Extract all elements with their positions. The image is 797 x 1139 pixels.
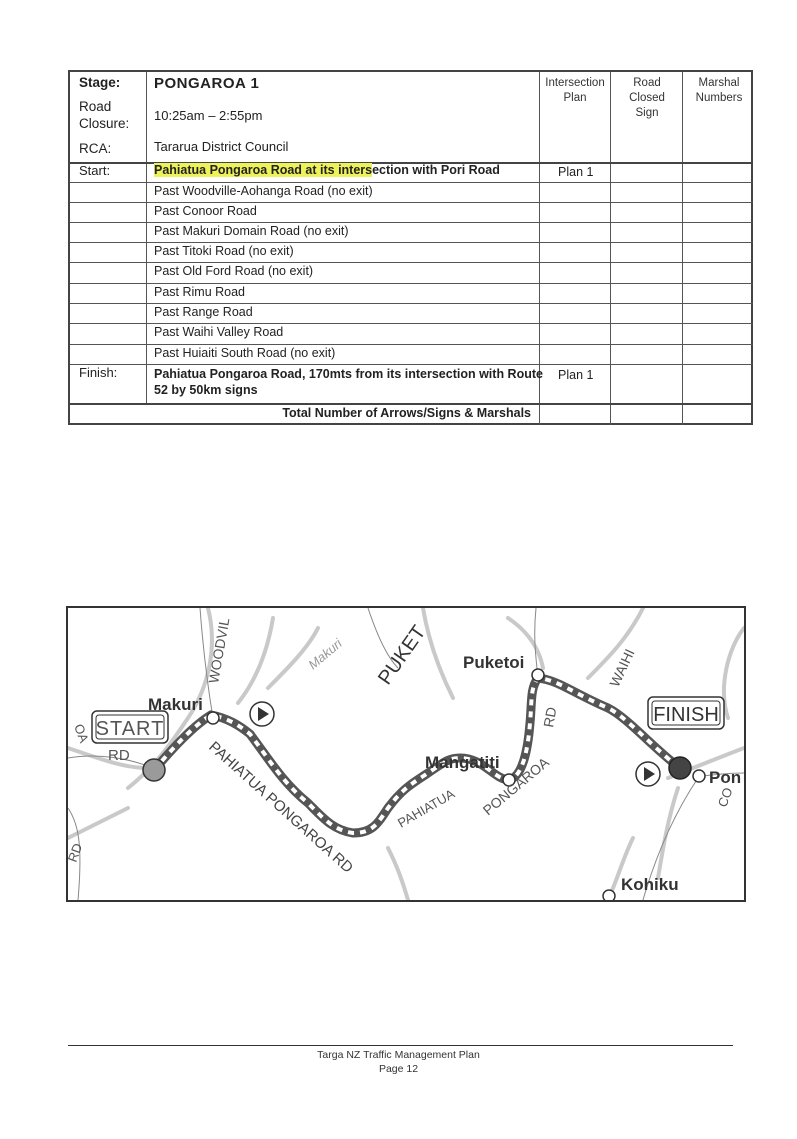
table-row-divider [70, 242, 753, 243]
river [506, 616, 545, 670]
table-row-divider [70, 364, 753, 365]
road-pahiatua-pongaroa-rd: PAHIATUA PONGAROA RD [205, 738, 356, 876]
place-puketoi: Puketoi [463, 653, 524, 672]
start-dot [142, 758, 166, 782]
past-road: Past Old Ford Road (no exit) [154, 264, 314, 278]
past-road: Past Woodville-Aohanga Road (no exit) [154, 184, 373, 198]
start-plan: Plan 1 [558, 165, 594, 179]
table-col-divider [146, 72, 147, 405]
start-road-highlight: Pahiatua Pongaroa Road at its inters [154, 163, 373, 177]
table-row-divider [70, 283, 753, 284]
route-map: START FINISH Makuri Puketoi Mangatiti Ko… [66, 606, 746, 902]
road-line [199, 608, 214, 719]
table-row-divider [70, 262, 753, 263]
past-road: Past Waihi Valley Road [154, 325, 284, 339]
river [586, 608, 645, 680]
road-oa: OA [71, 722, 92, 745]
place-pon: Pon [709, 768, 741, 787]
label-start: Start: [79, 163, 111, 178]
label-rca: RCA: [79, 141, 112, 156]
past-road: Past Rimu Road [154, 285, 246, 299]
mangatiti-dot [502, 773, 516, 787]
stage-table: Stage: Road Closure: RCA: PONGAROA 1 10:… [68, 70, 753, 425]
start-box [91, 710, 169, 744]
stage-name: PONGAROA 1 [154, 75, 260, 92]
table-row-divider [70, 344, 753, 345]
kohiku-dot [602, 889, 616, 900]
footer-rule [68, 1045, 733, 1046]
table-row-divider [70, 162, 753, 164]
road-line [367, 608, 399, 669]
total-label: Total Number of Arrows/Signs & Marshals [282, 406, 531, 420]
road-closure-time: 10:25am – 2:55pm [154, 108, 263, 123]
place-makuri: Makuri [148, 695, 203, 714]
route-map-svg: START FINISH Makuri Puketoi Mangatiti Ko… [68, 608, 744, 900]
past-road: Past Huiaiti South Road (no exit) [154, 346, 336, 360]
table-row-divider [70, 222, 753, 223]
river [236, 616, 275, 705]
past-road: Past Conoor Road [154, 204, 257, 218]
minor-roads [68, 608, 744, 900]
road-rd-left: RD [108, 747, 130, 764]
finish-dot [668, 756, 692, 780]
river [421, 608, 455, 700]
table-row-divider [70, 323, 753, 324]
start-box-inner [95, 714, 165, 740]
river [722, 626, 744, 720]
footer-title: Targa NZ Traffic Management Plan [317, 1049, 480, 1061]
label-finish: Finish: [79, 365, 118, 380]
river [656, 786, 680, 880]
road-puket: PUKET [374, 622, 430, 689]
river [386, 846, 410, 900]
col-marshal-numbers: Marshal Numbers [695, 77, 743, 104]
label-stage: Stage: [79, 75, 121, 90]
start-road: Pahiatua Pongaroa Road at its intersecti… [154, 163, 500, 177]
finish-label: FINISH [653, 704, 719, 726]
river [68, 806, 130, 840]
table-row-divider [70, 182, 753, 183]
start-label: START [96, 718, 165, 740]
finish-road-line2: 52 by 50km signs [154, 383, 258, 397]
road-line [702, 772, 744, 777]
rca-value: Tararua District Council [154, 139, 289, 154]
road-rd-vertical: RD [540, 706, 559, 729]
start-flag-icon [249, 701, 275, 727]
table-row-divider [70, 403, 753, 405]
road-co: CO [715, 786, 736, 809]
table-col-divider [539, 72, 540, 425]
start-road-rest: ection with Pori Road [372, 163, 500, 177]
finish-road-line1: Pahiatua Pongaroa Road, 170mts from its … [154, 367, 543, 381]
table-col-divider [682, 72, 683, 425]
road-rd-bottom-left: RD [68, 841, 85, 864]
col-intersection-plan: Intersection Plan [545, 77, 605, 104]
footer-page: Page 12 [378, 1063, 419, 1075]
road-line [642, 777, 699, 900]
road-line [534, 608, 539, 679]
label-road-closure: Road Closure: [79, 99, 130, 131]
road-line [68, 807, 81, 900]
puketoi-dot [531, 668, 545, 682]
table-col-divider [610, 72, 611, 425]
pon-dot [692, 769, 706, 783]
makuri-dot [206, 711, 220, 725]
col-road-closed-sign: Road Closed Sign [629, 77, 665, 119]
route-line-pattern [152, 675, 682, 836]
finish-plan: Plan 1 [558, 368, 594, 382]
past-road: Past Range Road [154, 305, 253, 319]
past-road: Past Titoki Road (no exit) [154, 244, 294, 258]
river [68, 746, 150, 770]
place-kohiku: Kohiku [621, 875, 679, 894]
table-row-divider [70, 303, 753, 304]
river [266, 626, 320, 690]
finish-box [647, 696, 725, 730]
finish-flag-icon [635, 761, 661, 787]
finish-box-inner [651, 700, 721, 726]
river-lines [68, 608, 744, 900]
past-road: Past Makuri Domain Road (no exit) [154, 224, 349, 238]
table-row-divider [70, 202, 753, 203]
place-mangatiti: Mangatiti [425, 753, 500, 772]
